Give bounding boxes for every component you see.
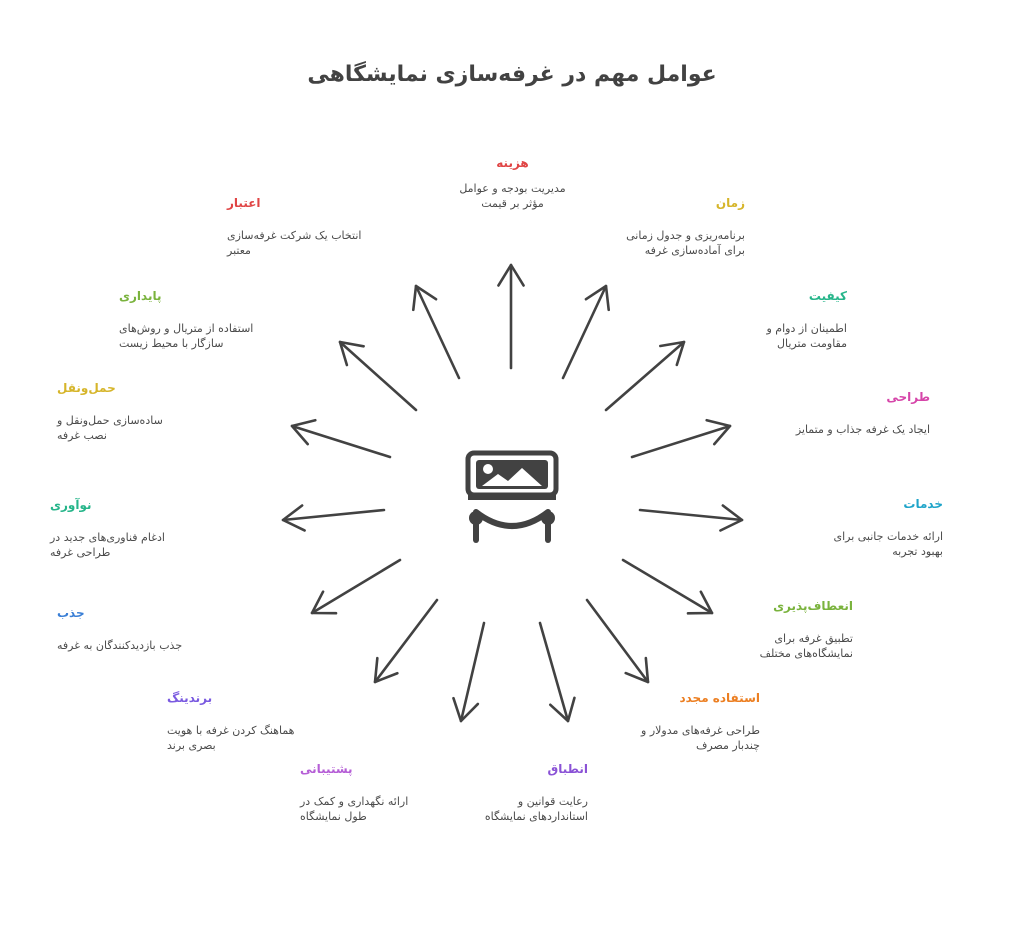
arrow-branding xyxy=(373,598,439,684)
arrow-shaft xyxy=(638,508,744,522)
arrow-head xyxy=(624,656,650,684)
factor-title-services: خدمات xyxy=(903,497,943,511)
arrow-head xyxy=(452,696,480,723)
arrow-compliance xyxy=(538,621,576,723)
arrow-head xyxy=(310,590,338,615)
factor-desc-flexibility: تطبیق غرفه برای نمایشگاه‌های مختلف xyxy=(759,632,853,660)
arrow-innovation xyxy=(281,504,386,532)
factor-desc-services: ارائه خدمات جانبی برای بهبود تجربه xyxy=(833,530,943,558)
arrow-reuse xyxy=(585,598,650,684)
factor-desc-cost: مدیریت بودجه و عوامل مؤثر بر قیمت xyxy=(459,182,566,210)
arrow-shaft xyxy=(459,621,486,723)
factor-design: طراحی ایجاد یک غرفه جذاب و متمایز xyxy=(755,389,930,437)
arrow-head xyxy=(281,504,306,532)
arrow-quality xyxy=(604,340,686,412)
factor-desc-reuse: طراحی غرفه‌های مدولار و چندبار مصرف xyxy=(641,724,760,752)
arrow-shaft xyxy=(290,424,392,459)
factor-cost: هزینه مدیریت بودجه و عوامل مؤثر بر قیمت xyxy=(425,155,600,211)
arrow-head xyxy=(549,696,576,723)
arrow-sustainability xyxy=(338,340,418,412)
factor-desc-compliance: رعایت قوانین و استانداردهای نمایشگاه xyxy=(484,795,588,823)
arrow-head xyxy=(686,590,714,615)
factor-title-compliance: انطباق xyxy=(547,762,588,776)
arrow-shaft xyxy=(621,558,714,615)
factor-desc-support: ارائه نگهداری و کمک در طول نمایشگاه xyxy=(300,795,409,823)
arrow-head xyxy=(584,284,611,312)
factor-desc-sustainability: استفاده از متریال و روش‌های سازگار با مح… xyxy=(119,322,254,350)
factor-title-credibility: اعتبار xyxy=(227,196,261,210)
factor-title-attraction: جذب xyxy=(57,606,85,620)
factor-title-support: پشتیبانی xyxy=(300,762,353,776)
arrow-head xyxy=(338,340,365,367)
arrow-shaft xyxy=(604,340,686,412)
factor-desc-time: برنامه‌ریزی و جدول زمانی برای آماده‌سازی… xyxy=(626,229,745,257)
factor-desc-branding: هماهنگ کردن غرفه با هویت بصری برند xyxy=(167,724,295,752)
factor-title-branding: برندینگ xyxy=(167,691,213,705)
arrow-credibility xyxy=(411,284,461,380)
arrow-shaft xyxy=(561,284,608,380)
factor-title-time: زمان xyxy=(715,196,745,210)
arrow-shaft xyxy=(281,508,386,522)
arrow-shaft xyxy=(585,598,650,684)
factor-credibility: اعتبار انتخاب یک شرکت غرفه‌سازی معتبر xyxy=(227,195,402,258)
factor-quality: کیفیت اطمینان از دوام و مقاومت متریال xyxy=(672,288,848,351)
arrow-shaft xyxy=(538,621,570,723)
factor-title-sustainability: پایداری xyxy=(119,289,162,303)
factor-branding: برندینگ هماهنگ کردن غرفه با هویت بصری بر… xyxy=(167,690,342,753)
factor-desc-credibility: انتخاب یک شرکت غرفه‌سازی معتبر xyxy=(227,229,362,257)
factor-title-transport: حمل‌ونقل xyxy=(57,381,116,395)
arrow-shaft xyxy=(373,598,439,684)
arrow-shaft xyxy=(310,558,402,615)
arrow-transport xyxy=(290,418,392,459)
factor-title-design: طراحی xyxy=(886,390,930,404)
arrow-shaft xyxy=(630,424,732,459)
factor-desc-quality: اطمینان از دوام و مقاومت متریال xyxy=(766,322,848,350)
arrow-support xyxy=(452,621,486,723)
exhibition-booth-icon xyxy=(465,450,559,543)
factor-title-quality: کیفیت xyxy=(808,289,847,303)
factor-services: خدمات ارائه خدمات جانبی برای بهبود تجربه xyxy=(768,496,943,559)
arrow-shaft xyxy=(414,284,461,380)
arrow-head xyxy=(411,284,438,312)
factor-desc-innovation: ادغام فناوری‌های جدید در طراحی غرفه xyxy=(50,531,165,559)
arrow-head xyxy=(705,418,732,446)
arrow-head xyxy=(659,340,686,367)
factor-title-reuse: استفاده مجدد xyxy=(679,691,760,705)
factor-desc-design: ایجاد یک غرفه جذاب و متمایز xyxy=(795,423,930,436)
arrow-attraction xyxy=(310,558,402,615)
arrow-head xyxy=(290,418,317,446)
factor-transport: حمل‌ونقل ساده‌سازی حمل‌ونقل و نصب غرفه xyxy=(57,380,232,443)
arrow-flexibility xyxy=(621,558,714,615)
arrow-cost xyxy=(497,263,525,370)
factor-support: پشتیبانی ارائه نگهداری و کمک در طول نمای… xyxy=(300,761,475,824)
factor-attraction: جذب جذب بازدیدکنندگان به غرفه xyxy=(57,605,232,653)
arrow-services xyxy=(638,504,744,532)
factor-desc-transport: ساده‌سازی حمل‌ونقل و نصب غرفه xyxy=(57,414,163,442)
factor-desc-attraction: جذب بازدیدکنندگان به غرفه xyxy=(57,639,183,652)
diagram-title: عوامل مهم در غرفه‌سازی نمایشگاهی xyxy=(307,62,717,87)
factor-compliance: انطباق رعایت قوانین و استانداردهای نمایش… xyxy=(413,761,588,824)
factor-title-flexibility: انعطاف‌پذیری xyxy=(773,599,853,613)
arrow-head xyxy=(373,656,399,684)
factor-flexibility: انعطاف‌پذیری تطبیق غرفه برای نمایشگاه‌ها… xyxy=(678,598,853,661)
arrow-design xyxy=(630,418,732,459)
factor-title-innovation: نوآوری xyxy=(50,498,92,512)
arrow-time xyxy=(561,284,611,380)
factor-sustainability: پایداری استفاده از متریال و روش‌های سازگ… xyxy=(119,288,294,351)
arrow-head xyxy=(497,263,525,287)
factor-reuse: استفاده مجدد طراحی غرفه‌های مدولار و چند… xyxy=(585,690,760,753)
factor-time: زمان برنامه‌ریزی و جدول زمانی برای آماده… xyxy=(570,195,745,258)
factor-innovation: نوآوری ادغام فناوری‌های جدید در طراحی غر… xyxy=(50,497,225,560)
factor-title-cost: هزینه xyxy=(496,156,529,170)
arrow-head xyxy=(719,504,744,532)
arrow-shaft xyxy=(338,340,418,412)
